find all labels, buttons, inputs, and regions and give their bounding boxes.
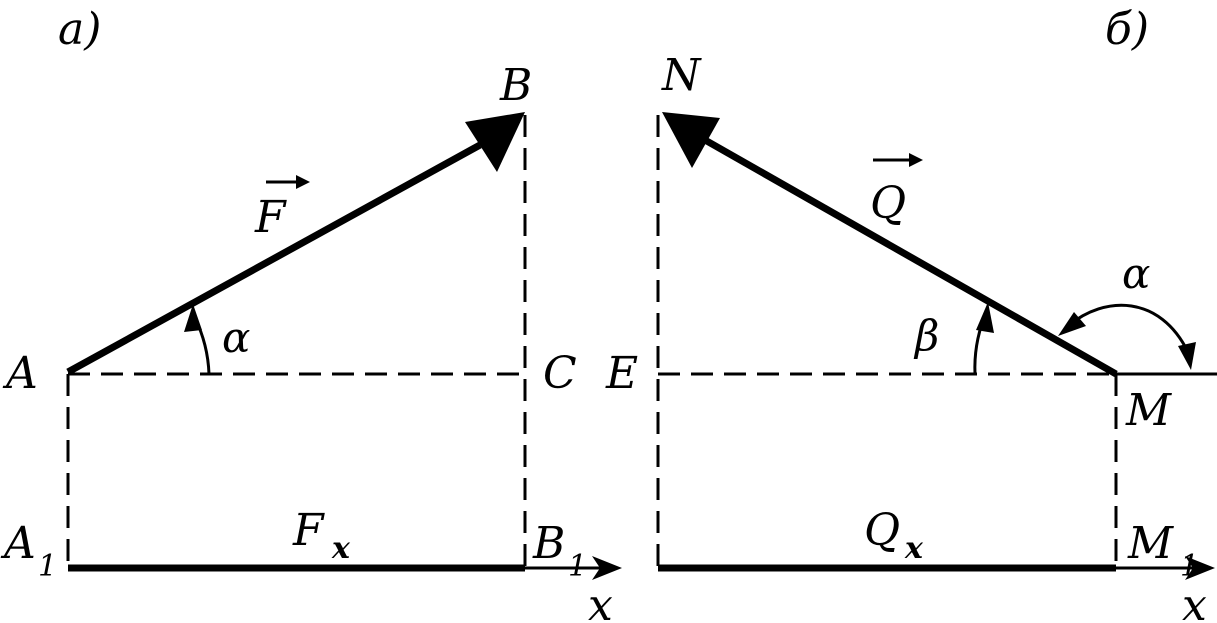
angle-alpha-arc-b — [1067, 303, 1190, 353]
panel-a: а) F B A C α A 1 B 1 F — [0, 4, 622, 623]
panel-b: б) Q N E M β α M 1 — [605, 4, 1217, 623]
point-a1-label: A 1 — [0, 518, 57, 584]
point-m-label: M — [1125, 385, 1172, 436]
point-n-label: N — [661, 50, 702, 101]
projection-qx-subscript: x — [904, 531, 924, 566]
projection-fx-subscript: x — [331, 531, 351, 566]
x-axis-b-arrowhead — [1185, 556, 1215, 580]
point-b1-label: B 1 — [532, 518, 587, 584]
vector-f-shaft — [66, 141, 482, 376]
vector-q-arrowhead — [662, 112, 720, 168]
point-a1-letter: A — [0, 518, 36, 569]
angle-alpha-arc-a-arrowhead — [184, 304, 202, 332]
x-axis-b-label: x — [1182, 580, 1207, 623]
angle-alpha-label-a: α — [222, 313, 250, 362]
angle-beta-label: β — [913, 311, 939, 360]
x-axis-a-arrowhead — [592, 556, 622, 580]
projection-qx-letter: Q — [864, 505, 900, 556]
vector-f-label: F — [254, 192, 287, 243]
point-b1-subscript: 1 — [568, 549, 587, 584]
vector-q-label: Q — [870, 178, 906, 229]
point-e-label: E — [605, 348, 638, 399]
point-m1-letter: M — [1127, 518, 1174, 569]
panel-a-tag: а) — [58, 4, 101, 55]
x-axis-a-label: x — [588, 580, 613, 623]
point-m1-subscript: 1 — [1180, 549, 1199, 584]
point-m1-label: M 1 — [1127, 518, 1199, 584]
angle-alpha-arc-b-arrowhead-left — [1058, 312, 1086, 336]
projection-qx-label: Q x — [864, 505, 924, 566]
vector-q-over-arrowhead — [909, 153, 923, 167]
projection-fx-letter: F — [292, 505, 325, 556]
panel-b-tag: б) — [1105, 4, 1149, 55]
angle-alpha-label-b: α — [1122, 249, 1150, 298]
point-b-label: B — [499, 60, 532, 111]
point-a1-subscript: 1 — [38, 549, 57, 584]
projection-fx-label: F x — [292, 505, 351, 566]
vector-q-shaft — [703, 136, 1118, 378]
vector-f-arrowhead — [465, 112, 525, 172]
point-a-label: A — [2, 348, 38, 399]
angle-alpha-arc-b-arrowhead-right — [1178, 342, 1196, 370]
point-c-label: C — [543, 348, 577, 399]
vector-f-over-arrowhead — [296, 175, 310, 189]
angle-beta-arc-arrowhead — [976, 302, 994, 333]
point-b1-letter: B — [532, 518, 565, 569]
